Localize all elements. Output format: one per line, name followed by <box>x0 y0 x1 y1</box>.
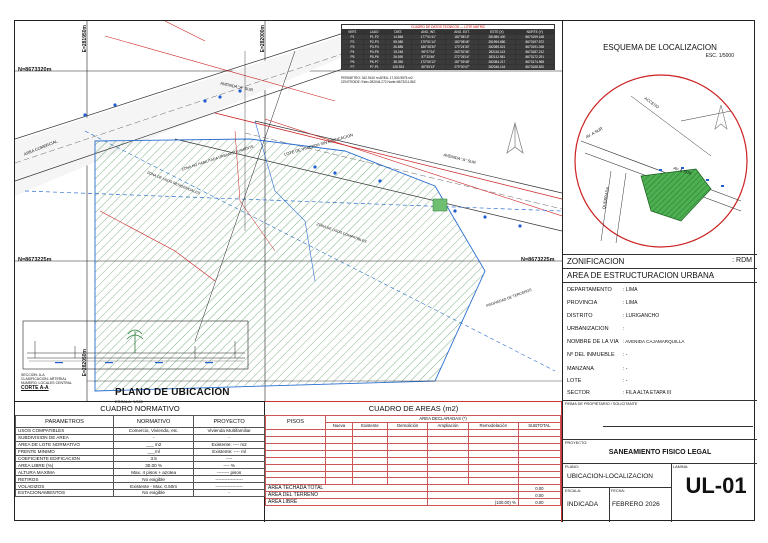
field-key: PROVINCIA <box>567 300 598 306</box>
table-row <box>265 449 562 458</box>
field-value: : <box>623 326 625 332</box>
field-value: : AVENIDA CAJAMARQUILLA <box>623 339 685 344</box>
field-value: : - <box>623 366 628 372</box>
field-key: URBANIZACION <box>567 326 609 332</box>
areas-column-header: Demolición <box>386 421 429 430</box>
field-key: NOMBRE DE LA VIA <box>567 339 619 345</box>
field-value: : FILA ALTA ETAPA III <box>623 390 671 396</box>
coords-footer-line: PERIMETRO: 342.9410 m AREA: 17,530.9575 … <box>341 76 413 80</box>
lamina-label: LAMINA: <box>673 465 689 469</box>
areas-column-header: Remodelación <box>467 421 519 430</box>
table-row: AREA LIBRE (%)30.00 %---- % <box>14 461 265 470</box>
title-block: ESQUEMA DE LOCALIZACION ESC. 1/5000 <box>562 21 757 522</box>
plan-notes: SECCION: A-A CLASIFICACION: ARTERIAL NUM… <box>21 373 72 390</box>
table-row <box>265 470 562 479</box>
plan-drawing <box>14 20 563 401</box>
table-row <box>265 442 562 451</box>
areas-column-header: Existente <box>351 421 388 430</box>
table-row <box>265 477 562 486</box>
field-value: : LIMA <box>623 300 638 306</box>
fecha-value: FEBRERO 2026 <box>612 501 660 508</box>
cuadro-areas: CUADRO DE AREAS (m2) PISOS AREA DECLARAD… <box>264 401 562 522</box>
cuadro-normativo: CUADRO NORMATIVO PARAMETROS NORMATIVO PR… <box>14 401 265 522</box>
plan-note: CLASIFICACION: ARTERIAL <box>21 377 67 382</box>
declared-header: AREA DECLARADAS (*) <box>325 415 561 423</box>
coords-footer: PERIMETRO: 342.9410 m AREA: 17,530.9575 … <box>341 76 416 84</box>
plano-value: UBICACION-LOCALIZACION <box>567 473 653 480</box>
escala-label: ESCALA: <box>565 489 582 493</box>
areas-column-header: Ampliación <box>427 421 469 430</box>
grid-label-e-left: E=281950m <box>82 25 88 53</box>
normativo-title: CUADRO NORMATIVO <box>100 404 180 413</box>
pisos-header: PISOS <box>265 415 326 430</box>
area-estructuracion-value: : <box>711 271 714 280</box>
normativo-header: NORMATIVO <box>113 415 195 428</box>
areas-column-header: SUBTOTAL <box>517 421 562 430</box>
table-row <box>265 435 562 444</box>
field-value: : LURIGANCHO <box>623 313 660 319</box>
plan-note: SECCION: A-A <box>21 373 45 377</box>
areas-total-row: AREA LIBRE (100.00) % 0.00 <box>264 498 562 507</box>
table-row <box>265 456 562 465</box>
field-value: : - <box>623 352 628 358</box>
field-key: SECTOR <box>567 390 590 396</box>
zonificacion-value: : RDM <box>732 257 752 264</box>
areas-title: CUADRO DE AREAS (m2) <box>368 404 459 413</box>
proyecto-value: SANEAMIENTO FISICO LEGAL <box>608 449 712 456</box>
areas-column-header: Nueva <box>325 421 353 430</box>
field-value: : LIMA <box>623 287 638 293</box>
grid-label-n-mid-left: N=8673225m <box>18 257 52 263</box>
grid-label-e-mid: E=282000m <box>260 25 266 53</box>
grid-label-e-right: E=282050m <box>82 349 88 377</box>
plan-note: CORTE A-A <box>21 384 49 391</box>
field-value: : - <box>623 378 628 384</box>
table-row <box>265 428 562 437</box>
drawing-sheet: N=8673320m N=8673225m N=8673225m E=28195… <box>14 20 757 522</box>
field-key: DEPARTAMENTO <box>567 287 612 293</box>
field-key: MANZANA <box>567 366 594 372</box>
grid-label-n-top: N=8673320m <box>18 67 52 73</box>
plan-note: NUMERO: LOCALES CENTRAL <box>21 381 72 386</box>
coords-table: CUADRO DE DATOS TECNICOS — LOTE MATRIZ V… <box>341 24 555 70</box>
sheet-code: UL-01 <box>685 473 747 498</box>
grid-label-n-mid-right: N=8673225m <box>521 257 555 263</box>
escala-value: INDICADA <box>567 501 599 508</box>
areas-table: PISOS AREA DECLARADAS (*) Nueva Existent… <box>264 415 562 507</box>
proyecto-label: PROYECTO: <box>565 441 588 445</box>
table-row: SUBDIVISION DE AREA-- <box>14 433 265 442</box>
firma-label: FIRMA DE PROPIETARIO / SOLICITANTE <box>565 402 638 406</box>
plano-label: PLANO: <box>565 465 579 469</box>
zonificacion-label: ZONIFICACION <box>567 257 625 266</box>
coords-footer-line: CENTROIDE: Este=282044.272 Norte=8673211… <box>341 80 416 84</box>
normativo-header: PROYECTO <box>193 415 265 428</box>
areas-total-row: AREA TECHADA TOTAL 0.00 <box>264 484 562 493</box>
location-scale: ESC. 1/5000 <box>705 53 734 59</box>
areas-total-row: AREA DEL TERRENO 0.00 <box>264 491 562 500</box>
field-key: LOTE <box>567 378 582 384</box>
location-title: ESQUEMA DE LOCALIZACION <box>603 43 717 52</box>
area-estructuracion-label: AREA DE ESTRUCTURACION URBANA <box>567 271 715 280</box>
location-plan: N=8673320m N=8673225m N=8673225m E=28195… <box>14 20 563 404</box>
normativo-table: PARAMETROS NORMATIVO PROYECTO USOS COMPA… <box>14 415 265 497</box>
field-key: DISTRITO <box>567 313 593 319</box>
field-key: Nº DEL INMUEBLE <box>567 352 615 358</box>
location-map <box>574 74 748 248</box>
plan-title: PLANO DE UBICACION <box>115 387 230 398</box>
normativo-header: PARAMETROS <box>14 415 115 428</box>
fecha-label: FECHA: <box>611 489 625 493</box>
table-row <box>265 463 562 472</box>
